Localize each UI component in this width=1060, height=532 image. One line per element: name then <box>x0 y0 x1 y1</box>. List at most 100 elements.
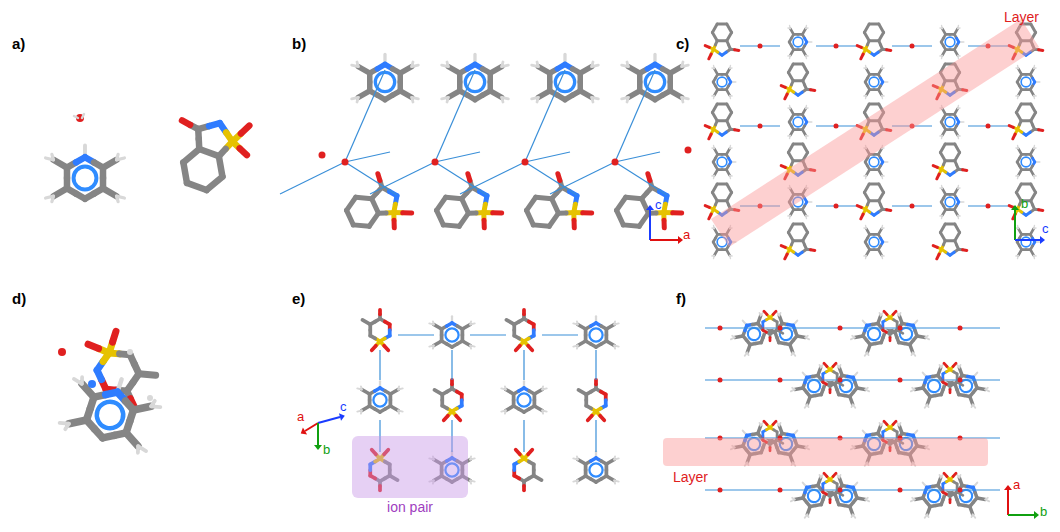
molecule <box>1016 145 1040 178</box>
bond-stick <box>889 338 892 341</box>
atom-ball <box>838 326 843 331</box>
bond-stick <box>865 175 867 178</box>
bond-stick <box>959 365 962 368</box>
bond-stick <box>953 363 956 366</box>
bond-stick <box>578 390 586 395</box>
hydrogen-bond <box>705 327 1000 328</box>
bond-stick <box>789 25 791 28</box>
bond-stick <box>824 473 827 476</box>
bond-stick <box>592 97 593 102</box>
bond-stick <box>377 174 381 181</box>
bond-stick <box>864 255 866 257</box>
bond-stick <box>74 116 78 118</box>
molecule <box>573 316 618 348</box>
bond-stick <box>588 416 592 421</box>
bond-stick <box>591 323 596 326</box>
bond-stick <box>893 311 896 314</box>
hydrogen-bond <box>345 162 397 195</box>
bond-stick <box>781 166 785 168</box>
bond-stick <box>1039 208 1043 212</box>
bond-stick <box>861 54 863 59</box>
bond-stick <box>940 215 942 217</box>
hydrogen-bond <box>435 152 480 162</box>
bond-stick <box>1019 201 1021 205</box>
axis-arrowhead <box>1040 236 1045 244</box>
bond-stick <box>764 421 767 424</box>
bond-stick <box>537 62 538 67</box>
molecule <box>705 104 739 139</box>
bond-stick <box>941 55 943 58</box>
bond-stick <box>933 166 937 168</box>
bond-stick <box>788 215 790 217</box>
molecule <box>823 473 843 503</box>
hydrogen-bond <box>435 70 475 162</box>
hydrogen-bond <box>595 420 596 452</box>
bond-stick <box>88 341 99 352</box>
bond-stick <box>908 322 914 327</box>
bond-stick <box>238 148 248 155</box>
bond-stick <box>557 174 561 181</box>
aromatic-ring <box>375 72 394 91</box>
bond-stick <box>968 374 974 379</box>
molecule <box>532 55 599 103</box>
bond-stick <box>791 241 793 245</box>
molecule <box>864 225 888 258</box>
bond-stick <box>864 175 866 177</box>
hydrogen-bond <box>345 70 385 162</box>
atom-ball <box>958 378 963 383</box>
bond-stick <box>777 330 783 333</box>
panel-label: b) <box>292 36 306 53</box>
molecule <box>788 25 812 58</box>
bond-stick <box>893 421 896 424</box>
bond-stick <box>106 389 118 398</box>
bond-stick <box>1033 158 1035 162</box>
molecule <box>573 451 618 483</box>
molecule <box>338 168 414 243</box>
water-molecule <box>74 114 84 122</box>
bond-stick <box>516 346 520 351</box>
bond-stick <box>735 48 739 52</box>
bond-stick <box>879 423 882 426</box>
panel-label: e) <box>292 291 305 308</box>
bond-stick <box>985 497 988 500</box>
bond-stick <box>627 97 628 102</box>
bond-stick <box>504 386 507 389</box>
aromatic-ring <box>465 72 484 91</box>
molecule <box>442 55 509 103</box>
atom-ball <box>612 159 619 166</box>
hydrogen-bond <box>460 162 525 194</box>
bond-stick <box>713 175 715 178</box>
bond-stick <box>805 135 807 138</box>
bond-stick <box>957 185 959 188</box>
bond-stick <box>360 411 363 414</box>
molecule <box>362 310 389 351</box>
bond-stick <box>444 416 448 421</box>
bond-stick <box>1033 255 1035 258</box>
bond-stick <box>713 95 715 98</box>
bond-stick <box>713 145 715 148</box>
bond-stick <box>729 255 731 258</box>
molecule <box>506 310 533 351</box>
bond-stick <box>1017 255 1019 258</box>
bond-stick <box>1009 206 1013 208</box>
atom-ball <box>986 124 991 129</box>
bond-stick <box>467 64 475 68</box>
bond-stick <box>432 346 435 349</box>
bond-stick <box>1016 227 1018 229</box>
molecule <box>705 24 739 59</box>
bond-stick <box>927 514 930 517</box>
molecule <box>434 380 461 421</box>
aromatic-ring <box>793 37 803 47</box>
atom-ball <box>898 326 903 331</box>
aromatic-ring <box>517 393 530 406</box>
hydrogen-bond <box>615 162 667 195</box>
bond-stick <box>864 67 866 69</box>
molecule <box>857 24 891 59</box>
atom-ball <box>910 44 915 49</box>
bond-stick <box>729 65 731 68</box>
bond-stick <box>52 196 54 201</box>
bond-stick <box>839 365 842 368</box>
bond-stick <box>839 475 842 478</box>
molecule <box>940 185 964 218</box>
bond-stick <box>865 497 868 500</box>
